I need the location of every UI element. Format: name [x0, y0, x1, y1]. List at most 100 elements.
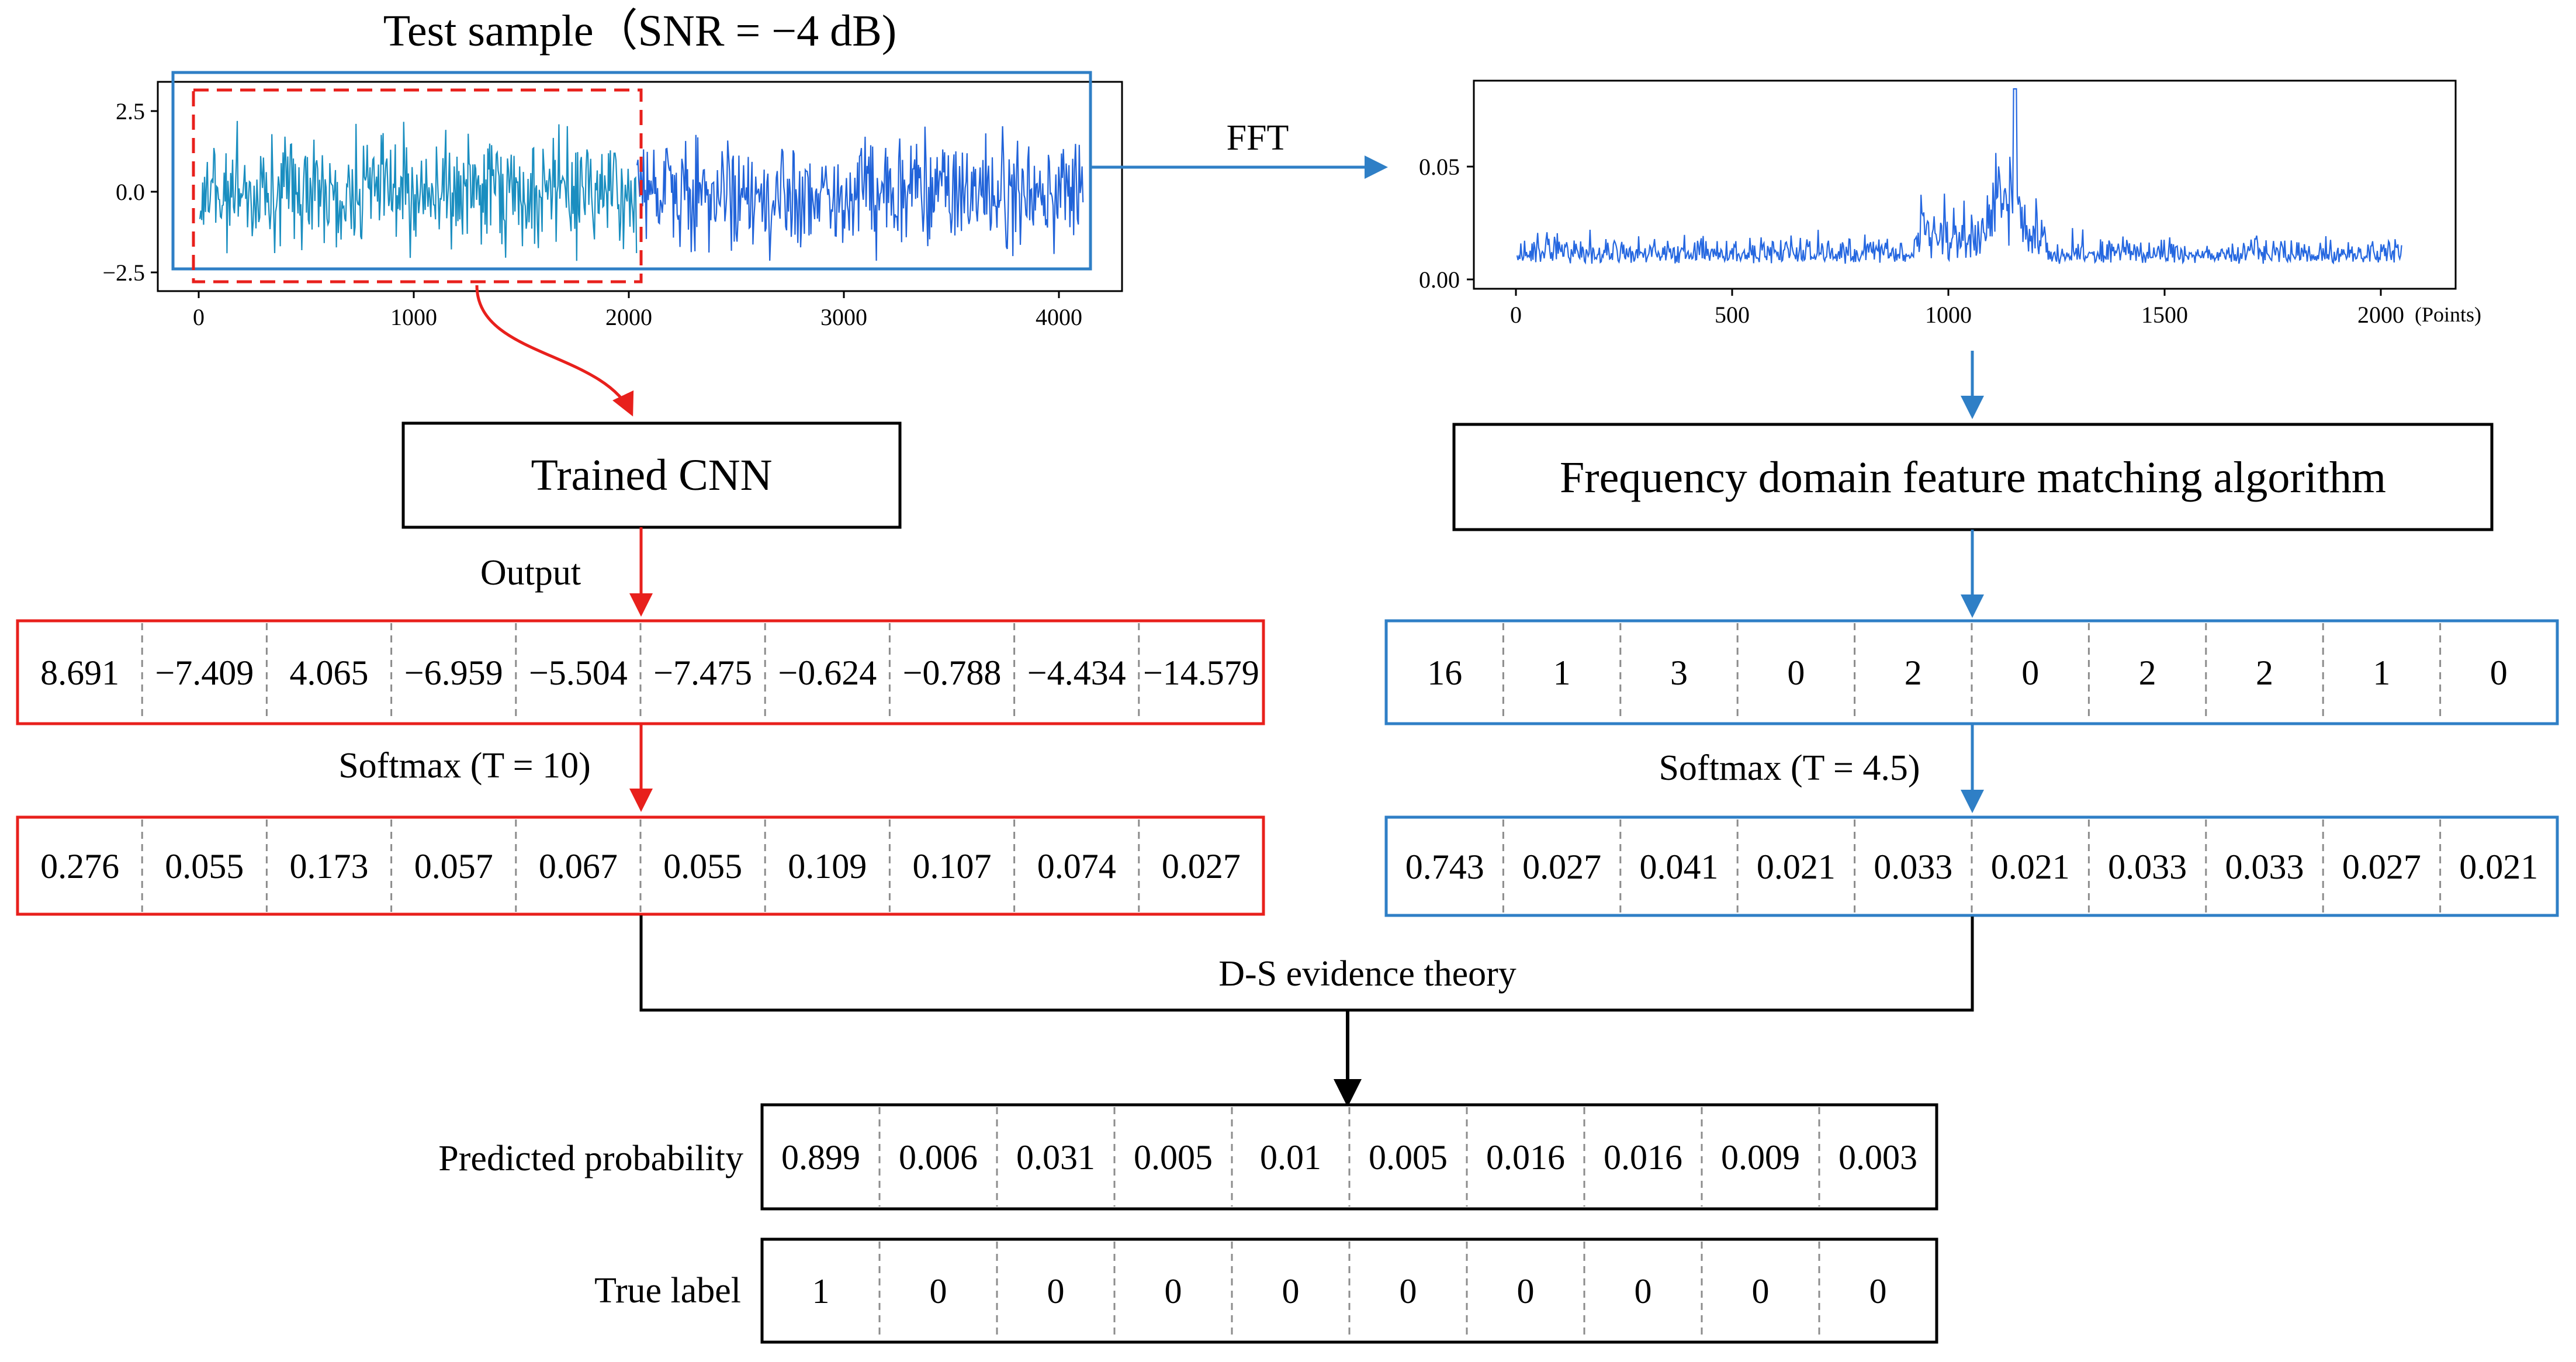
matcher-softmax-cell: 0.033 [2108, 848, 2187, 886]
predicted-cell: 0.009 [1721, 1138, 1800, 1177]
matcher-softmax-cell: 0.021 [1991, 848, 2070, 886]
feature-matching-box: Frequency domain feature matching algori… [1452, 423, 2494, 531]
spectrum-x-ticks: 0 500 1000 1500 2000 (Points) [1510, 289, 2481, 328]
cnn-output-cell: 8.691 [40, 654, 119, 692]
cnn-output-cell: −0.624 [778, 654, 877, 692]
cnn-softmax-cell: 0.107 [913, 847, 992, 886]
spectrum-x-tick-label: 1000 [1925, 302, 1972, 328]
cnn-softmax-cell: 0.074 [1037, 847, 1116, 886]
truth-cell: 0 [1517, 1272, 1535, 1311]
red-curved-arrow [475, 285, 634, 417]
spectrum-trace [1516, 88, 2402, 265]
truth-cell: 0 [1047, 1272, 1065, 1311]
cnn-softmax-cell: 0.173 [290, 847, 369, 886]
matcher-output-cell: 0 [1787, 654, 1805, 692]
cnn-output-cell: −7.409 [155, 654, 254, 692]
fft-arrow: FFT [1090, 118, 1388, 179]
spectrum-x-tick-label: 1500 [2141, 302, 2188, 328]
predicted-probability-label: Predicted probability [438, 1139, 743, 1178]
matcher-softmax-cell: 0.027 [1522, 848, 1601, 886]
time-x-tick-label: 3000 [820, 304, 867, 330]
trained-cnn-title: Trained CNN [531, 451, 772, 500]
matcher-output-cell: 1 [2373, 654, 2390, 692]
cnn-softmax-cell: 0.109 [788, 847, 867, 886]
matcher-softmax-row: 0.743 0.027 0.041 0.021 0.033 0.021 0.033 0.033… [1384, 815, 2559, 917]
spectrum-x-tick-label: 500 [1715, 302, 1750, 328]
cnn-softmax-cell: 0.057 [414, 847, 493, 886]
full-sample-highlight [171, 71, 1092, 271]
spectrum-x-tick-label: 0 [1510, 302, 1522, 328]
predicted-cell: 0.016 [1486, 1138, 1565, 1177]
matcher-softmax-cell: 0.743 [1405, 848, 1484, 886]
time-x-tick-label: 1000 [390, 304, 437, 330]
cnn-window-highlight [192, 88, 643, 284]
predicted-cell: 0.016 [1604, 1138, 1682, 1177]
predicted-cell: 0.005 [1134, 1138, 1213, 1177]
spectrum-plot: 0.05 0.00 0 500 1000 1500 2000 (Points) [1419, 79, 2481, 328]
cnn-softmax-cell: 0.055 [663, 847, 742, 886]
matcher-softmax-cell: 0.021 [1757, 848, 1836, 886]
truth-cell: 0 [1869, 1272, 1887, 1311]
cnn-softmax-cell: 0.055 [165, 847, 244, 886]
truth-cell: 1 [812, 1272, 830, 1311]
cnn-softmax-row: 0.276 0.055 0.173 0.057 0.067 0.055 0.109 0.107… [16, 815, 1265, 916]
cnn-softmax-cell: 0.276 [40, 847, 119, 886]
matcher-output-cell: 3 [1670, 654, 1688, 692]
fusion-connector [639, 915, 1974, 1012]
matcher-output-cell: 2 [2256, 654, 2273, 692]
time-plot-x-ticks: 0 1000 2000 3000 4000 [193, 291, 1082, 330]
truth-cell: 0 [930, 1272, 947, 1311]
fusion-label: D-S evidence theory [1218, 954, 1516, 994]
matcher-softmax-cell: 0.027 [2342, 848, 2421, 886]
predicted-cell: 0.01 [1260, 1138, 1321, 1177]
truth-cell: 0 [1165, 1272, 1182, 1311]
cnn-output-cell: −7.475 [653, 654, 752, 692]
spectrum-axes-frame [1473, 79, 2457, 290]
predicted-cell: 0.003 [1838, 1138, 1917, 1177]
matcher-softmax-cell: 0.021 [2459, 848, 2538, 886]
cnn-output-label: Output [480, 553, 581, 593]
cnn-output-cell: −6.959 [404, 654, 503, 692]
time-x-tick-label: 4000 [1036, 304, 1082, 330]
matcher-output-cell: 0 [2021, 654, 2039, 692]
matcher-softmax-cell: 0.033 [1874, 848, 1952, 886]
time-y-tick-label: 0.0 [116, 179, 145, 205]
cnn-softmax-cell: 0.027 [1162, 847, 1241, 886]
trained-cnn-box: Trained CNN [401, 421, 902, 529]
matcher-output-cell: 1 [1553, 654, 1571, 692]
spectrum-y-ticks: 0.05 0.00 [1419, 154, 1474, 293]
spectrum-x-tick-label: 2000 [2357, 302, 2404, 328]
time-x-tick-label: 2000 [605, 304, 652, 330]
time-x-tick-label: 0 [193, 304, 205, 330]
truth-cell: 0 [1752, 1272, 1770, 1311]
true-label-label: True label [594, 1271, 741, 1311]
time-y-tick-label: 2.5 [116, 98, 145, 125]
truth-cell: 0 [1400, 1272, 1417, 1311]
matcher-softmax-cell: 0.033 [2225, 848, 2304, 886]
fft-label: FFT [1227, 118, 1289, 158]
predicted-cell: 0.031 [1016, 1138, 1095, 1177]
time-signal-trace-left [199, 120, 638, 261]
matcher-softmax-cell: 0.041 [1640, 848, 1719, 886]
time-y-tick-label: −2.5 [102, 260, 145, 286]
time-signal-trace-right [636, 126, 1084, 261]
matcher-softmax-label: Softmax (T = 4.5) [1659, 748, 1920, 788]
time-signal-plot: Test sample（SNR = −4 dB) 2.5 0.0 −2.5 0 … [102, 6, 1123, 330]
truth-cell: 0 [1635, 1272, 1652, 1311]
matcher-output-cell: 2 [1905, 654, 1922, 692]
cnn-output-cell: −4.434 [1027, 654, 1126, 692]
matcher-output-cell: 16 [1427, 654, 1462, 692]
predicted-cell: 0.005 [1369, 1138, 1448, 1177]
matcher-output-cell: 0 [2490, 654, 2508, 692]
cnn-output-cell: 4.065 [290, 654, 369, 692]
truth-cell: 0 [1282, 1272, 1300, 1311]
spectrum-x-unit: (Points) [2415, 303, 2481, 326]
cnn-softmax-label: Softmax (T = 10) [338, 746, 591, 786]
cnn-softmax-cell: 0.067 [539, 847, 618, 886]
spectrum-y-tick-label: 0.00 [1419, 267, 1460, 293]
predicted-cell: 0.899 [781, 1138, 860, 1177]
